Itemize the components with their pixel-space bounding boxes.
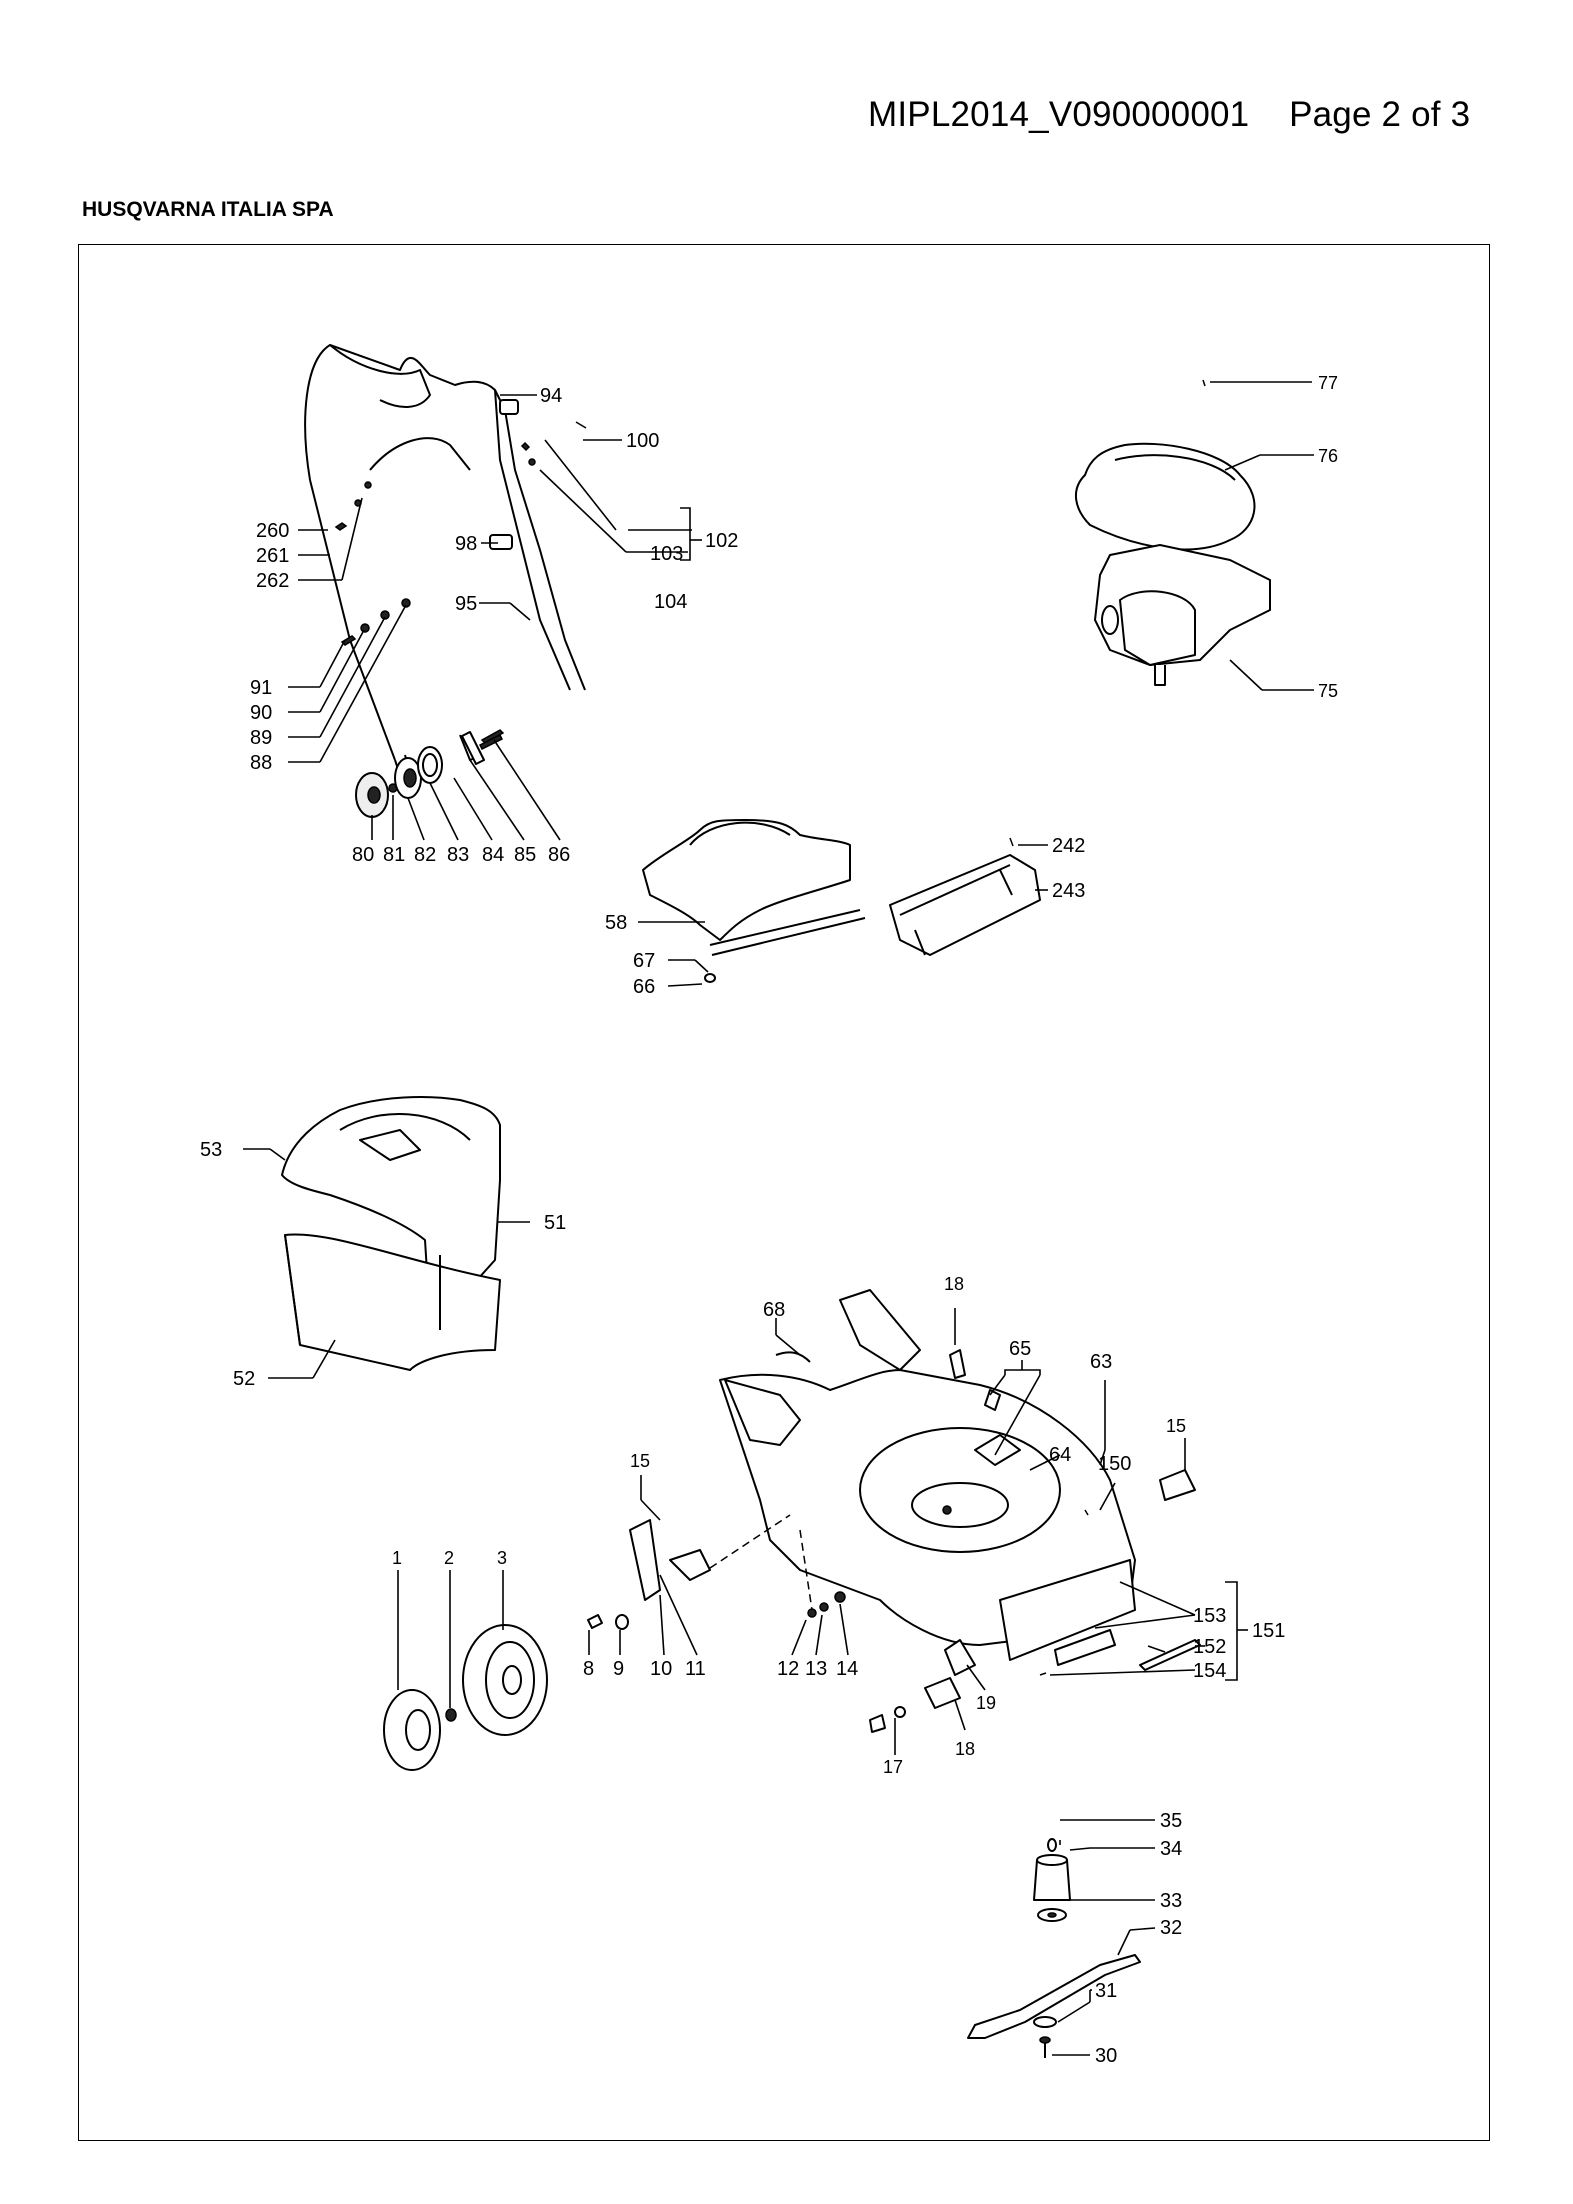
callout-labels: 94 100 77 76 260 261 262 98 103 102 104 … (200, 373, 1338, 2067)
callout-152: 152 (1193, 1636, 1226, 1658)
callout-154: 154 (1193, 1660, 1226, 1682)
callout-53: 53 (200, 1139, 222, 1161)
deck-hardware (775, 1349, 1201, 1733)
callout-77: 77 (1318, 373, 1338, 393)
callout-30: 30 (1095, 2045, 1117, 2067)
callout-3: 3 (497, 1548, 507, 1568)
callout-260: 260 (256, 520, 289, 542)
callout-51: 51 (544, 1212, 566, 1234)
callout-100: 100 (626, 430, 659, 452)
callout-31: 31 (1095, 1980, 1117, 2002)
document-reference: MIPL2014_V090000001 Page 2 of 3 (868, 95, 1470, 135)
page-indicator: Page 2 of 3 (1289, 95, 1471, 134)
callout-58: 58 (605, 912, 627, 934)
axle-hardware (587, 1514, 846, 1630)
engine-assembly (1075, 442, 1271, 686)
callout-262: 262 (256, 570, 289, 592)
callout-67: 67 (633, 950, 655, 972)
callout-242: 242 (1052, 835, 1085, 857)
callout-95: 95 (455, 593, 477, 615)
callout-14: 14 (836, 1658, 858, 1680)
callout-32: 32 (1160, 1917, 1182, 1939)
callout-17: 17 (883, 1757, 903, 1777)
callout-80: 80 (352, 844, 374, 866)
callout-65: 65 (1009, 1338, 1031, 1360)
callout-104: 104 (654, 591, 687, 613)
leader-lines (243, 381, 1314, 2056)
callout-83: 83 (447, 844, 469, 866)
mulch-plug (889, 837, 1041, 956)
callout-75: 75 (1318, 681, 1338, 701)
callout-35: 35 (1160, 1810, 1182, 1832)
callout-98: 98 (455, 533, 477, 555)
callout-9: 9 (613, 1658, 624, 1680)
callout-63: 63 (1090, 1351, 1112, 1373)
callout-86: 86 (548, 844, 570, 866)
callout-15-right: 15 (1166, 1416, 1186, 1436)
callout-19: 19 (976, 1693, 996, 1713)
company-name: HUSQVARNA ITALIA SPA (82, 198, 334, 221)
handle-hardware (334, 421, 587, 744)
blade-assembly (967, 1838, 1141, 2058)
callout-68: 68 (763, 1299, 785, 1321)
callout-8: 8 (583, 1658, 594, 1680)
callout-66: 66 (633, 976, 655, 998)
callout-84: 84 (482, 844, 504, 866)
callout-81: 81 (383, 844, 405, 866)
callout-150: 150 (1098, 1453, 1131, 1475)
callout-34: 34 (1160, 1838, 1182, 1860)
callout-18-top: 18 (944, 1274, 964, 1294)
callout-52: 52 (233, 1368, 255, 1390)
callout-11: 11 (685, 1658, 706, 1680)
wheel-assembly (383, 1624, 548, 1771)
diagram-frame (78, 244, 1490, 2141)
callout-151: 151 (1252, 1620, 1285, 1642)
callout-102: 102 (705, 530, 738, 552)
callout-88: 88 (250, 752, 272, 774)
callout-94: 94 (540, 385, 562, 407)
rear-flap (642, 819, 866, 983)
grass-catcher (281, 1096, 501, 1371)
callout-15-left: 15 (630, 1451, 650, 1471)
mower-deck (719, 1289, 1136, 1661)
callout-2: 2 (444, 1548, 454, 1568)
callout-261: 261 (256, 545, 289, 567)
callout-64: 64 (1049, 1444, 1071, 1466)
callout-12: 12 (777, 1658, 799, 1680)
callout-85: 85 (514, 844, 536, 866)
callout-103: 103 (650, 543, 683, 565)
callout-33: 33 (1160, 1890, 1182, 1912)
callout-76: 76 (1318, 446, 1338, 466)
callout-13: 13 (805, 1658, 827, 1680)
handle-assembly (304, 344, 586, 791)
callout-153: 153 (1193, 1605, 1226, 1627)
callout-1: 1 (392, 1548, 402, 1568)
callout-82: 82 (414, 844, 436, 866)
callout-10: 10 (650, 1658, 672, 1680)
callout-18-bottom: 18 (955, 1739, 975, 1759)
callout-90: 90 (250, 702, 272, 724)
callout-243: 243 (1052, 880, 1085, 902)
callout-91: 91 (250, 677, 272, 699)
callout-89: 89 (250, 727, 272, 749)
document-id: MIPL2014_V090000001 (868, 95, 1250, 134)
